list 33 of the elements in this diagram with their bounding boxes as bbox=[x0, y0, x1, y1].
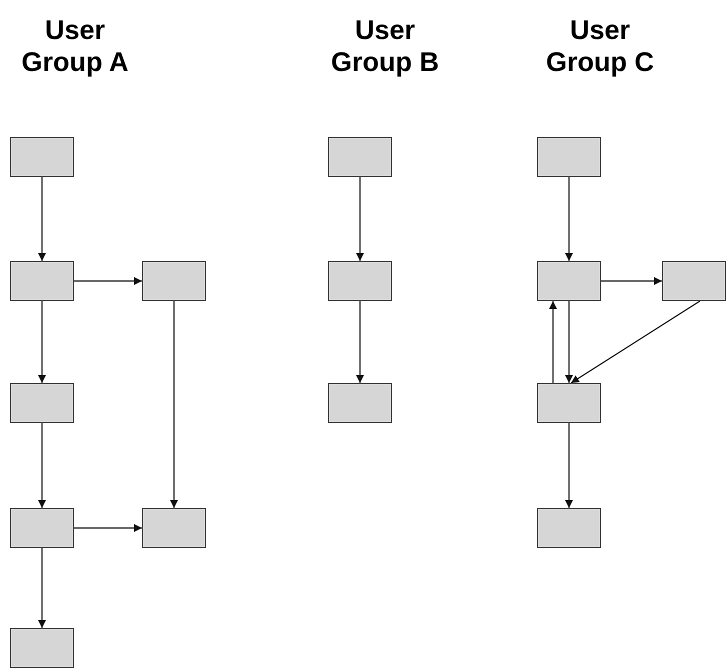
process-box bbox=[537, 383, 601, 423]
process-box bbox=[10, 137, 74, 177]
process-box bbox=[142, 508, 206, 548]
arrow bbox=[170, 301, 178, 508]
arrow bbox=[38, 177, 46, 261]
arrow bbox=[38, 548, 46, 628]
process-box bbox=[10, 508, 74, 548]
arrow bbox=[565, 301, 573, 383]
process-box bbox=[537, 137, 601, 177]
arrow bbox=[601, 277, 662, 285]
process-box bbox=[328, 383, 392, 423]
arrow bbox=[356, 301, 364, 383]
column-heading: User Group A bbox=[20, 14, 130, 78]
process-box bbox=[10, 628, 74, 668]
arrow bbox=[38, 301, 46, 383]
column-heading: User Group B bbox=[330, 14, 440, 78]
arrow bbox=[549, 301, 557, 383]
arrow bbox=[570, 300, 700, 384]
process-box bbox=[662, 261, 726, 301]
process-box bbox=[328, 261, 392, 301]
process-box bbox=[142, 261, 206, 301]
process-box bbox=[328, 137, 392, 177]
arrow bbox=[565, 177, 573, 261]
arrow bbox=[38, 423, 46, 508]
process-box bbox=[10, 383, 74, 423]
process-box bbox=[537, 261, 601, 301]
process-box bbox=[537, 508, 601, 548]
process-box bbox=[10, 261, 74, 301]
column-heading: User Group C bbox=[545, 14, 655, 78]
arrow bbox=[74, 524, 142, 532]
arrow bbox=[356, 177, 364, 261]
arrow bbox=[565, 423, 573, 508]
arrow bbox=[74, 277, 142, 285]
